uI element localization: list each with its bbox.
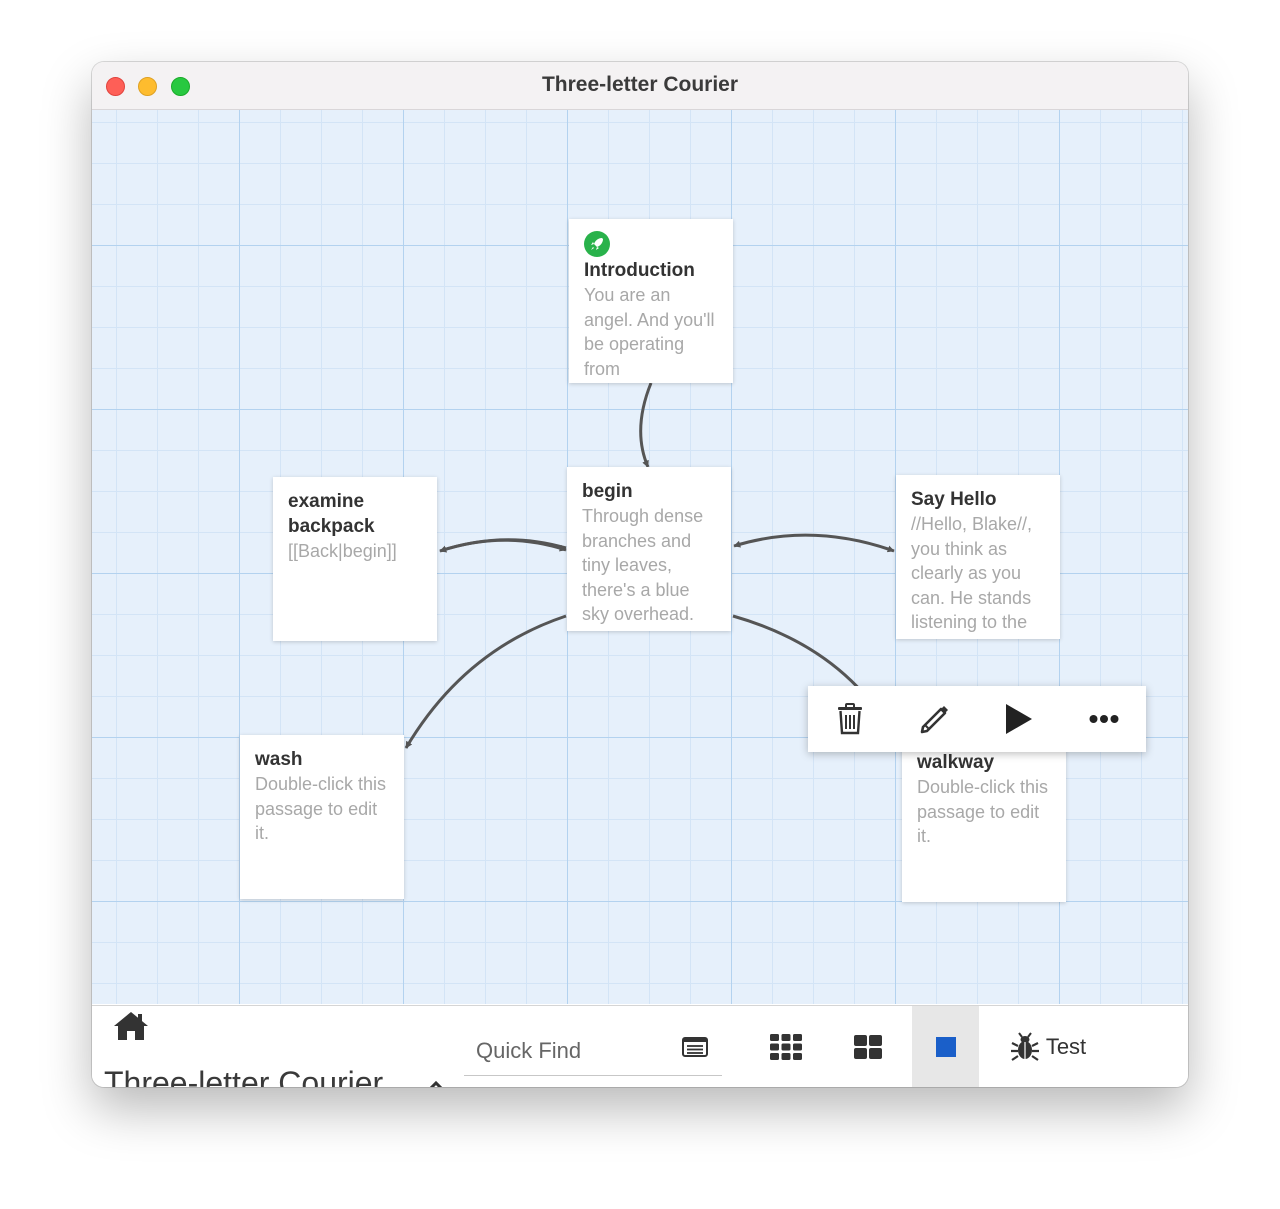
passage-tags-icon (682, 1037, 708, 1057)
bug-icon (1010, 1032, 1039, 1061)
home-icon (114, 1012, 148, 1040)
delete-passage-button[interactable] (820, 694, 880, 744)
app-window: Three-letter Courier (92, 62, 1188, 1087)
rocket-icon (584, 231, 610, 257)
link-begin-wash (404, 614, 567, 749)
passage-title: Introduction (584, 260, 695, 281)
edit-passage-button[interactable] (905, 694, 965, 744)
passage-card-walkway[interactable]: walkway Double-click this passage to edi… (902, 738, 1066, 902)
passage-toolbar (808, 686, 1146, 752)
passage-excerpt: You are an angel. And you'll be operatin… (584, 285, 715, 379)
window-title: Three-letter Courier (541, 73, 739, 96)
passage-excerpt: Double-click this passage to edit it. (917, 777, 1049, 847)
passage-card-wash[interactable]: wash Double-click this passage to edit i… (240, 735, 404, 899)
passage-title: examine backpack (288, 491, 375, 537)
minimize-window-button[interactable] (138, 77, 157, 96)
passage-title: Say Hello (911, 489, 997, 510)
zoom-large-button[interactable] (912, 1006, 979, 1087)
passage-title: wash (255, 749, 303, 770)
passage-excerpt: [[Back|begin]] (288, 541, 397, 561)
passage-excerpt: //Hello, Blake//, you think as clearly a… (911, 514, 1033, 633)
zoom-window-button[interactable] (171, 77, 190, 96)
story-map-canvas[interactable]: Introduction You are an angel. And you'l… (92, 110, 1188, 1004)
story-toolbar: Three-letter Courier (92, 1005, 1188, 1087)
trash-icon (838, 703, 863, 735)
link-backpack-begin-pair (439, 538, 567, 553)
test-story-button[interactable]: Test (998, 1006, 1098, 1087)
link-begin-say-hello (733, 533, 895, 553)
passage-card-examine-backpack[interactable]: examine backpack [[Back|begin]] (273, 477, 437, 641)
title-bar: Three-letter Courier (92, 62, 1188, 110)
library-home-button[interactable] (112, 1010, 150, 1044)
more-actions-button[interactable] (1074, 694, 1134, 744)
link-introduction-begin (639, 382, 653, 468)
passage-title: walkway (917, 752, 995, 773)
story-title-menu[interactable]: Three-letter Courier (104, 1065, 384, 1087)
passage-excerpt: Through dense branches and tiny leaves, … (582, 506, 704, 625)
more-icon (1089, 715, 1119, 723)
passage-card-introduction[interactable]: Introduction You are an angel. And you'l… (569, 219, 733, 383)
passage-card-begin[interactable]: begin Through dense branches and tiny le… (567, 467, 731, 631)
chevron-up-icon (429, 1080, 443, 1087)
zoom-small-button[interactable] (757, 1006, 815, 1087)
test-label: Test (1045, 1034, 1087, 1059)
passage-title: begin (582, 481, 633, 502)
zoom-medium-icon (854, 1035, 882, 1059)
play-icon (1006, 704, 1033, 734)
zoom-large-icon (935, 1037, 956, 1057)
passage-card-say-hello[interactable]: Say Hello //Hello, Blake//, you think as… (896, 475, 1060, 639)
zoom-medium-button[interactable] (839, 1006, 897, 1087)
pencil-icon (920, 706, 948, 734)
passage-tags-button[interactable] (674, 1006, 716, 1087)
test-from-here-button[interactable] (989, 694, 1049, 744)
passage-excerpt: Double-click this passage to edit it. (255, 774, 387, 844)
close-window-button[interactable] (106, 77, 125, 96)
quick-find-input[interactable] (464, 1026, 722, 1076)
zoom-small-icon (770, 1034, 802, 1060)
